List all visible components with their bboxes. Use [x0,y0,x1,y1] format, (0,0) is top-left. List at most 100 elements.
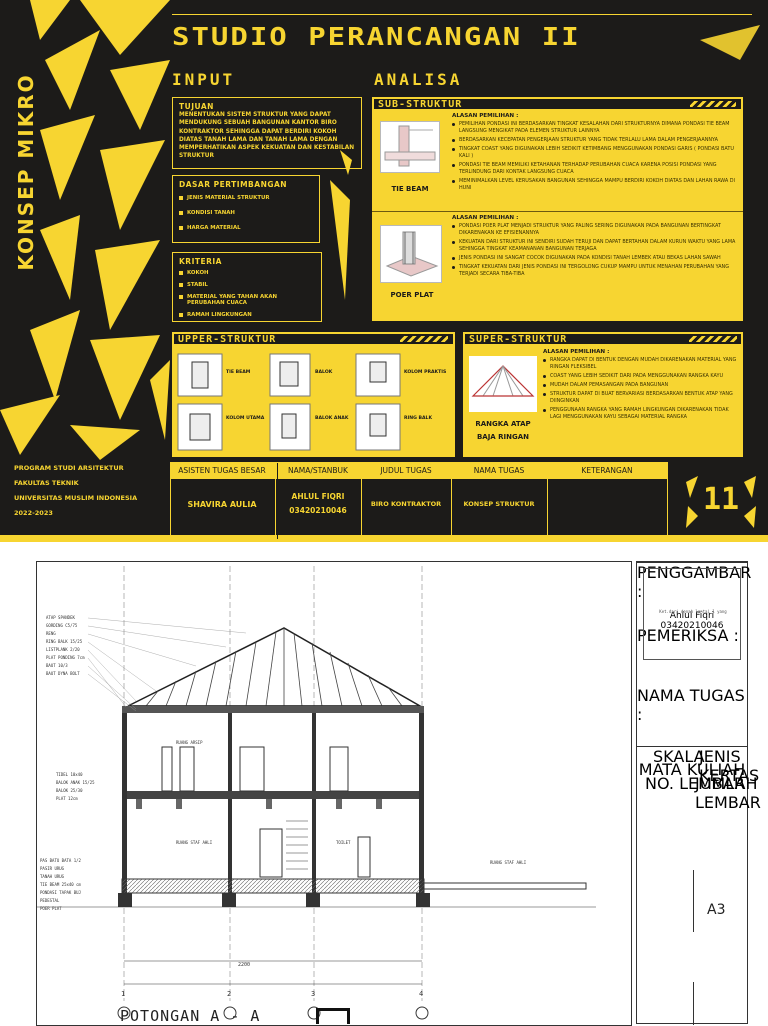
student-id: 03420210046 [289,506,347,515]
col-divider [361,479,362,541]
super-struktur-header: SUPER-STRUKTUR [463,332,743,346]
kriteria-item: MATERIAL YANG TAHAN AKAN PERUBAHAN CUACA [179,294,315,306]
reason-item: JENIS PONDASI INI SANGAT COCOK DIGUNAKAN… [452,255,738,262]
section-drawing [36,566,596,1020]
divider [372,211,743,212]
tie-beam-sketch [384,125,436,167]
roof-caption-2: BAJA RINGAN [476,433,530,441]
logo-brackets [686,476,756,528]
super-struktur-box: SUPER-STRUKTUR RANGKA ATAP BAJA RINGAN A… [463,332,743,457]
studio-logo: 11 [684,472,758,532]
col-divider [693,982,694,1025]
mata-kuliah-label: MATA KULIAH [638,760,746,779]
mata-kuliah-row: MATA KULIAH [637,760,747,779]
super-struktur-heading: SUPER-STRUKTUR [469,334,568,345]
key-plan: Ket.dari denah lantai 1 yang [643,568,741,660]
footer-header: NAMA/STANBUK [288,466,348,475]
institution-line: UNIVERSITAS MUSLIM INDONESIA [14,494,138,502]
nama-tugas-label: NAMA TUGAS : [637,686,745,724]
section-title: POTONGAN A - A [120,1007,261,1025]
pemeriksa-label: PEMERIKSA : [637,626,739,645]
reason-item: STRUKTUR DAPAT DI BUAT BERVARIASI BERDAS… [543,391,739,405]
skala-label: SKALA [653,747,705,766]
annotation: BALOK 25/30 [56,788,83,793]
sub-struktur-box: SUB-STRUKTUR TIE BEAM ALASAN PEMILIHAN :… [372,97,743,321]
reason-item: TINGKAT COAST YANG DIGUNAKAN LEBIH SEDIK… [452,146,738,160]
header-stripes [689,336,737,342]
annotation: TIE BEAM 25x40 cm [40,882,81,887]
detail-label: BALOK ANAK [315,416,349,421]
reason-heading: ALASAN PEMILIHAN : [543,349,610,355]
tujuan-panel: TUJUAN MENENTUKAN SISTEM STRUKTUR YANG D… [172,97,362,169]
axis-label: 3 [311,990,316,998]
footer-header: JUDUL TUGAS [380,466,432,475]
reason-item: COAST YANG LEBIH SEDIKIT DARI PADA MENGG… [543,373,739,380]
detail-label: KOLOM UTAMA [226,416,265,421]
asisten-name: SHAVIRA AULIA [187,500,257,509]
institution-line: FAKULTAS TEKNIK [14,479,79,487]
tujuan-text: MENENTUKAN SISTEM STRUKTUR YANG DAPAT ME… [179,112,355,160]
poer-plat-reasons: ALASAN PEMILIHAN : PONDASI POER PLAT MEN… [452,215,738,278]
detail-label: BALOK [315,370,333,375]
institution-line: PROGRAM STUDI ARSITEKTUR [14,464,124,472]
upper-struktur-header: UPPER-STRUKTUR [172,332,455,346]
footer-table-header [171,463,667,479]
institution-line: 2022-2023 [14,509,53,517]
side-title: KONSEP MIKRO [6,20,38,320]
annotation: GORDING C5/75 [46,623,78,628]
tie-beam-image [380,121,440,173]
nama-tugas: KONSEP STRUKTUR [463,500,535,508]
dimension-total: 2200 [238,962,251,968]
input-label: INPUT [172,70,236,89]
section-drawing-sheet: ATAP SPANDEK GORDING C5/75 RENG RING BAL… [0,542,768,1026]
nama-tugas-cell: NAMA TUGAS : [637,686,747,746]
footer-header: KETERANGAN [581,466,633,475]
sub-struktur-heading: SUB-STRUKTUR [378,99,463,110]
institution-block: PROGRAM STUDI ARSITEKTUR FAKULTAS TEKNIK… [14,464,164,517]
side-title-text: KONSEP MIKRO [14,73,38,271]
sub-struktur-header: SUB-STRUKTUR [372,97,743,111]
annotation: PLAT 12cm [56,796,78,801]
detail-label: RING BALK [404,416,433,421]
annotation: TANAH URUG [40,874,65,879]
tie-beam-reasons: ALASAN PEMILIHAN : PEMILIHAN PONDASI INI… [452,113,738,192]
kriteria-item: RAMAH LINGKUNGAN [179,312,315,318]
title-block: Ket.dari denah lantai 1 yang PENGGAMBAR … [636,561,761,1025]
judul-tugas: BIRO KONTRAKTOR [370,500,442,508]
reason-item: MUDAH DALAM PEMASANGAN PADA BANGUNAN [543,382,739,389]
reason-item: KEKUATAN DARI STRUKTUR INI SENDIRI SUDAH… [452,239,738,253]
poster-title: STUDIO PERANCANGAN II [172,22,581,51]
kriteria-item: KOKOH [179,270,315,276]
drafter-id: 03420210046 [660,621,724,631]
annotation: PONDASI TAPAK BUJ [40,890,81,895]
concept-poster: KONSEP MIKRO STUDIO PERANCANGAN II INPUT… [0,0,768,542]
room-label: TOILET [336,840,351,845]
key-plan-note: Ket.dari denah lantai 1 yang [659,609,727,614]
annotation: RING BALK 15/25 [46,639,83,644]
reason-item: RANGKA DAPAT DI BENTUK DENGAN MUDAH DIKA… [543,357,739,371]
dasar-item: HARGA MATERIAL [179,225,313,231]
roof-caption-1: RANGKA ATAP [475,420,531,428]
upper-struktur-box: UPPER-STRUKTUR TIE BEAM BALOK KOLOM PRAK… [172,332,455,457]
reason-item: BERDASARKAN KECEPATAN PENGERJAAN STRUKTU… [452,137,738,144]
tie-beam-caption: TIE BEAM [391,185,429,193]
dasar-item: JENIS MATERIAL STRUKTUR [179,195,313,201]
annotation: TIDEL 10x40 [56,772,83,777]
section-marker [316,1008,350,1024]
axis-label: 2 [227,990,232,998]
col-divider [547,479,548,541]
upper-struktur-details [177,353,401,451]
annotation: LISTPLANK 2/20 [46,647,80,652]
col-divider [275,479,276,541]
penggambar-label: PENGGAMBAR : [637,563,752,601]
jenis-kertas-label: JENIS KERTAS [699,747,760,785]
annotation: RENG [46,631,56,636]
poer-plat-image [380,225,442,283]
header-stripes [400,336,448,342]
footer-table [170,462,668,541]
reason-heading: ALASAN PEMILIHAN : [452,215,519,221]
kriteria-panel: KRITERIA KOKOH STABIL MATERIAL YANG TAHA… [172,252,322,322]
dasar-panel: DASAR PERTIMBANGAN JENIS MATERIAL STRUKT… [172,175,320,243]
reason-item: PONDASI POER PLAT MENJADI STRUKTUR YANG … [452,223,738,237]
annotation: PLAT PONDING 7cm [46,655,85,660]
